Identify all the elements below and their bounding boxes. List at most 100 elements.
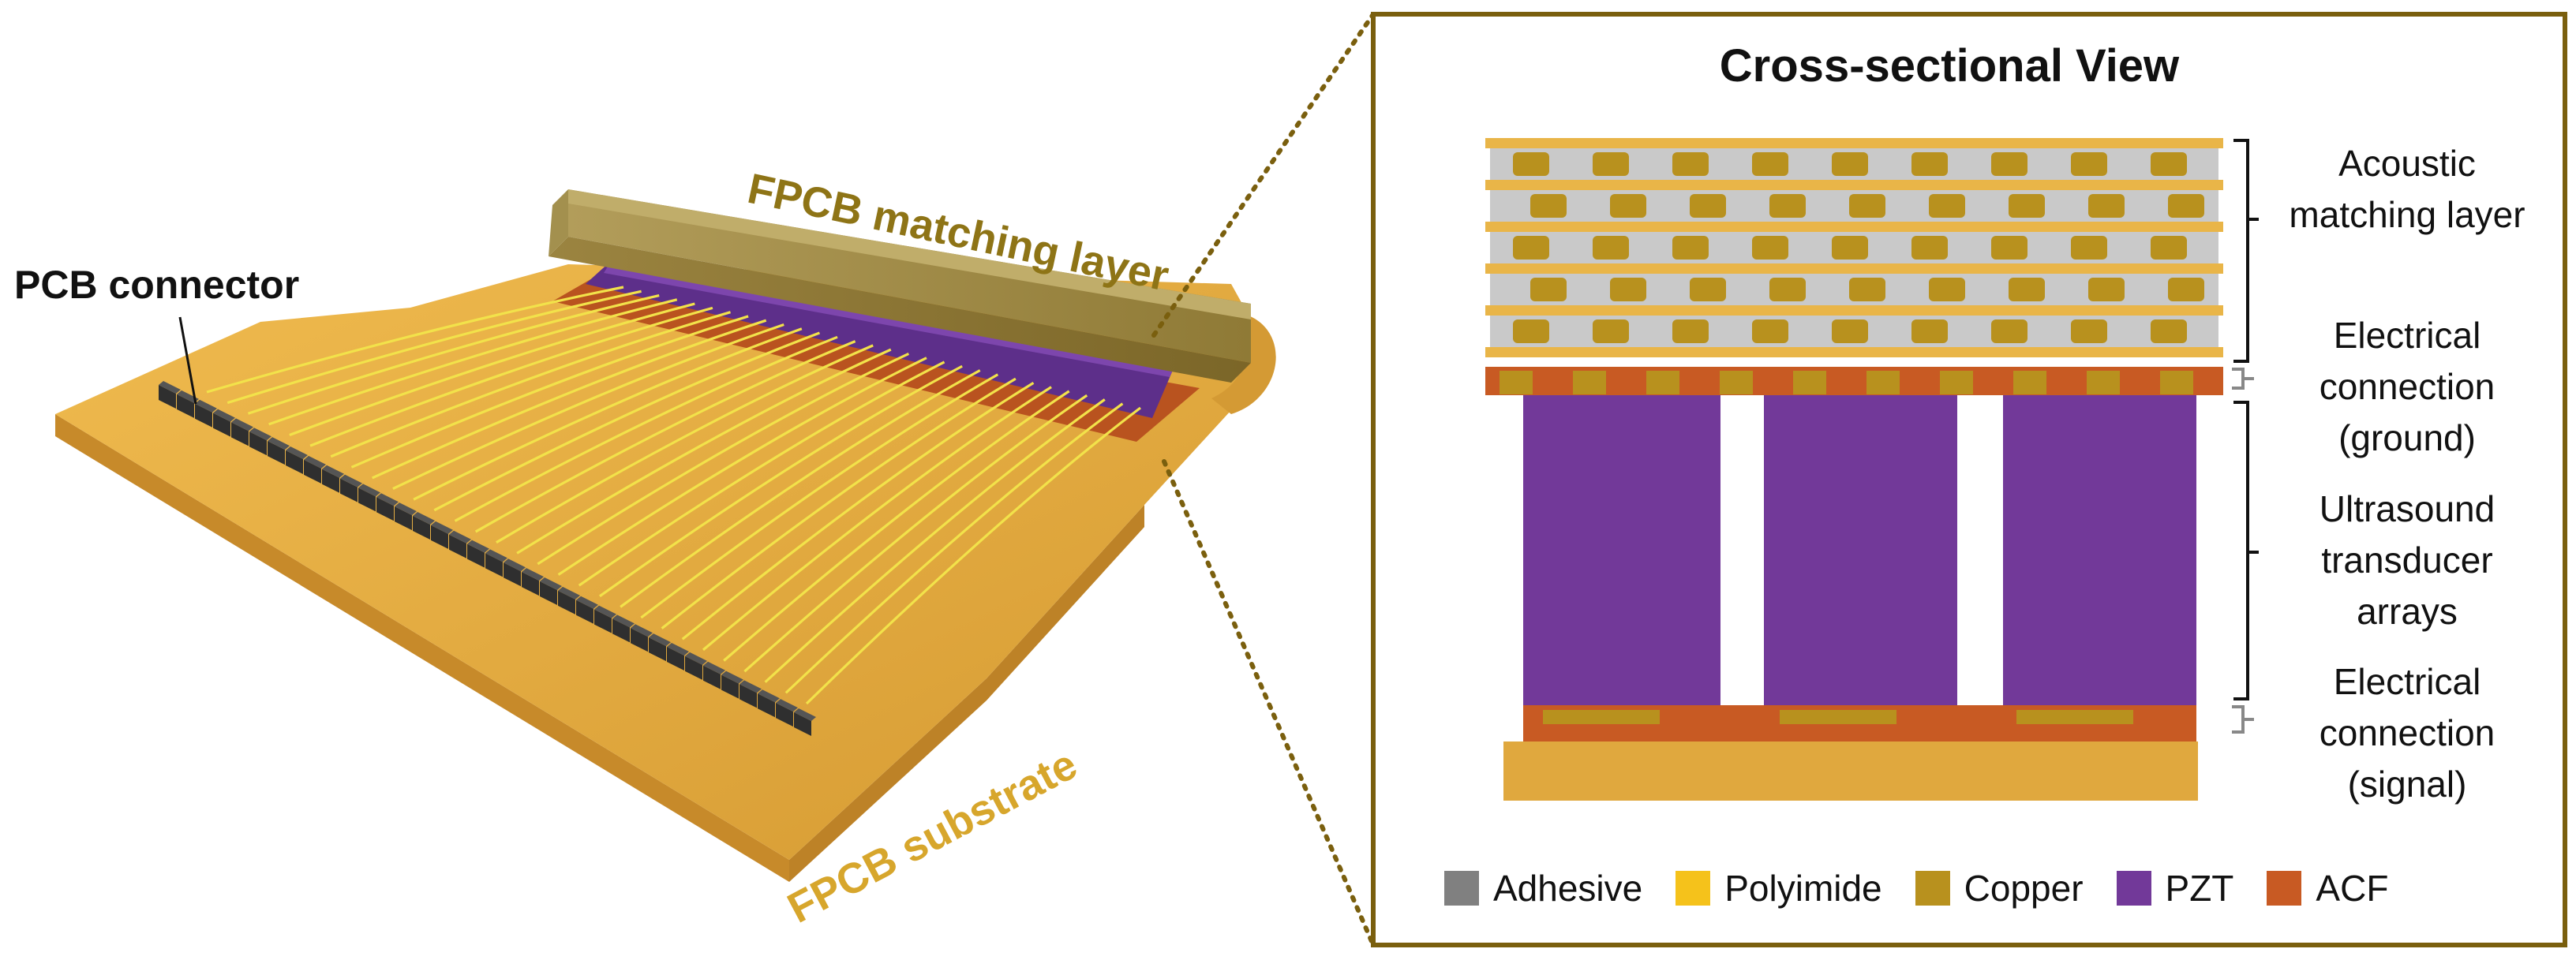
connector-pin	[594, 605, 616, 633]
copper-trace	[496, 344, 874, 544]
connector-pin	[231, 418, 253, 446]
copper-trace	[578, 360, 945, 587]
legend-item-copper: Copper	[1915, 867, 2084, 910]
legend-swatch-copper	[1915, 871, 1950, 906]
copper-via	[1849, 194, 1885, 218]
copper-trace	[557, 357, 927, 576]
connector-pin	[304, 455, 326, 484]
copper-trace	[743, 394, 1088, 673]
copper-via	[1832, 236, 1868, 260]
connector-pin	[177, 390, 199, 418]
copper-via	[1530, 278, 1567, 301]
side-label-signal: Electrical connection (signal)	[2319, 661, 2496, 805]
copper-via	[2168, 278, 2204, 301]
copper-trace	[620, 369, 981, 608]
connector-pin	[522, 568, 544, 596]
ground-copper-pad	[1720, 371, 1753, 394]
copper-via	[1929, 194, 1965, 218]
legend-label-polyimide: Polyimide	[1724, 868, 1882, 909]
ground-copper-pad	[2087, 371, 2120, 394]
signal-copper-pad-1	[1543, 710, 1660, 724]
acoustic-matching-layer-stack	[1485, 138, 2223, 357]
signal-copper-pad-3	[2016, 710, 2133, 724]
ground-copper-pads	[1500, 371, 2193, 394]
bracket-signal	[2232, 705, 2254, 734]
copper-trace	[227, 289, 642, 405]
cross-section-frame	[1371, 12, 2567, 947]
connector-pin	[776, 699, 798, 727]
copper-via	[1593, 319, 1629, 343]
connector-pin	[631, 624, 653, 652]
connector-pin	[159, 381, 181, 409]
matching-block-upper	[568, 189, 1251, 319]
copper-trace	[681, 381, 1035, 641]
copper-via	[1593, 152, 1629, 176]
connector-pin	[576, 596, 598, 624]
substrate-fold	[1204, 310, 1276, 414]
legend-label-acf: ACF	[2316, 868, 2389, 909]
copper-trace	[309, 306, 713, 447]
connector-pin	[195, 399, 217, 428]
copper-via	[1610, 278, 1646, 301]
bracket-matching	[2233, 139, 2259, 363]
legend-label-pzt: PZT	[2165, 868, 2234, 909]
pzt-pillar-2	[1764, 395, 1957, 705]
copper-trace	[268, 298, 678, 426]
legend-item-acf: ACF	[2267, 867, 2388, 910]
copper-via	[2088, 278, 2125, 301]
pcb-connector-pointer	[178, 316, 197, 405]
legend-item-polyimide: Polyimide	[1676, 867, 1882, 910]
copper-trace	[206, 286, 624, 394]
copper-via	[1752, 236, 1788, 260]
copper-via	[1593, 236, 1629, 260]
legend-item-adhesive: Adhesive	[1444, 867, 1642, 910]
pcb-connector-label: PCB connector	[14, 263, 300, 307]
copper-via	[1752, 152, 1788, 176]
copper-via	[1849, 278, 1885, 301]
legend-swatch-acf	[2267, 871, 2302, 906]
copper-via	[2088, 194, 2125, 218]
copper-trace	[516, 348, 892, 555]
connector-pin	[703, 661, 725, 689]
copper-via	[1991, 236, 2027, 260]
copper-via	[1911, 152, 1948, 176]
side-label-ground: Electrical connection (ground)	[2319, 315, 2496, 458]
substrate-side	[55, 414, 789, 882]
ground-copper-pad	[2160, 371, 2193, 394]
ground-copper-pad	[1500, 371, 1533, 394]
polyimide-film	[1485, 305, 2223, 316]
copper-trace	[599, 364, 963, 598]
copper-trace	[289, 302, 695, 436]
matching-block-left	[549, 189, 568, 256]
ground-copper-pad	[1793, 371, 1826, 394]
copper-trace	[805, 406, 1141, 705]
polyimide-film	[1485, 180, 2223, 190]
bottom-polyimide-substrate	[1503, 741, 2198, 801]
fpcb-3d-illustration	[55, 189, 1276, 882]
connector-pin	[794, 708, 816, 736]
connector-pin	[322, 465, 344, 493]
ground-copper-pad	[1940, 371, 1973, 394]
connector-pin	[739, 680, 762, 708]
connector-pin	[540, 577, 562, 605]
copper-trace	[537, 352, 910, 566]
polyimide-film	[1485, 347, 2223, 357]
connector-pin	[721, 671, 743, 699]
copper-via	[1752, 319, 1788, 343]
copper-trace	[784, 402, 1124, 694]
ground-copper-pad	[1573, 371, 1606, 394]
connector-pin	[467, 540, 489, 568]
copper-via	[1513, 236, 1549, 260]
legend-swatch-polyimide	[1676, 871, 1711, 906]
polyimide-film	[1485, 222, 2223, 232]
pcb-connector	[159, 381, 816, 736]
side-label-transducer: Ultrasound transducer arrays	[2319, 488, 2496, 632]
connector-pin	[685, 652, 707, 680]
copper-trace	[350, 315, 749, 469]
bracket-pzt	[2233, 401, 2259, 700]
copper-via	[1672, 236, 1709, 260]
connector-pin	[249, 428, 271, 456]
copper-via	[2151, 236, 2187, 260]
ground-copper-pad	[1866, 371, 1900, 394]
